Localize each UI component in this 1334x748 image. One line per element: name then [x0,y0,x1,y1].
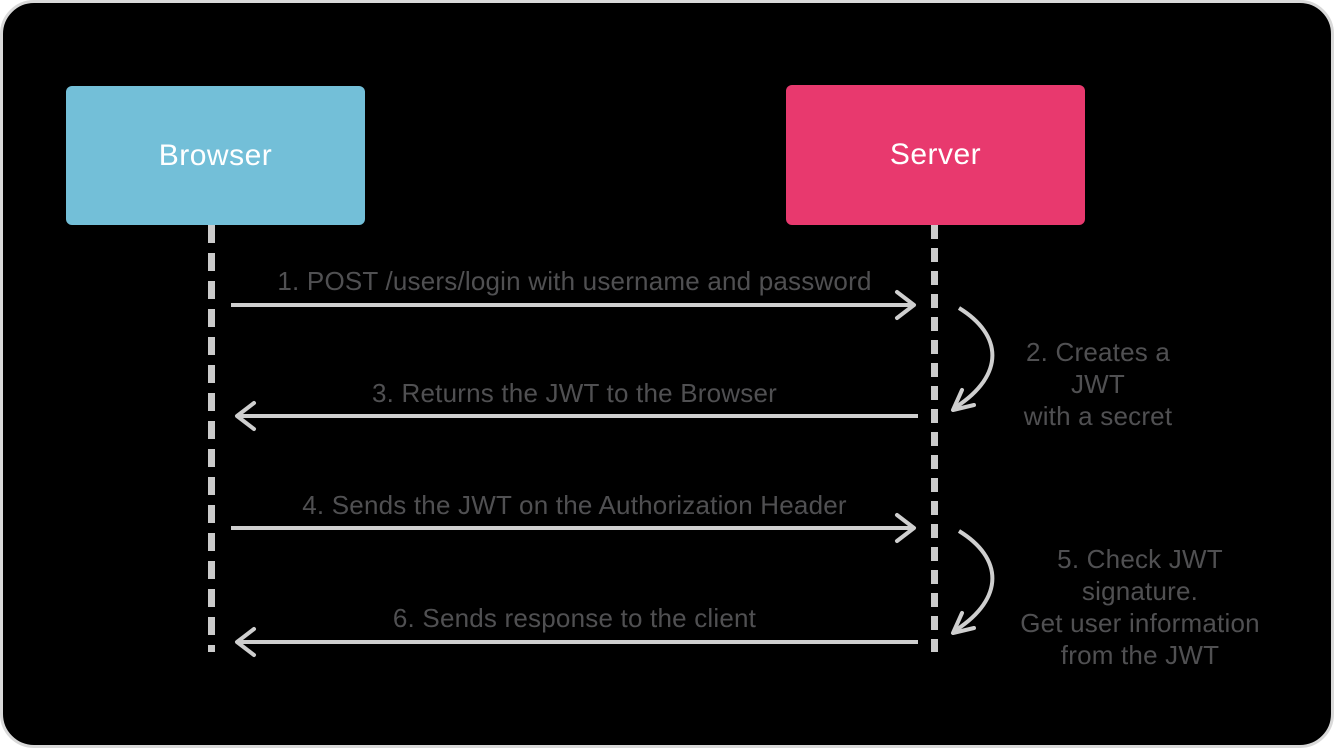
self-arrow-2-curve [954,306,995,409]
actor-box-server: Server [786,85,1085,225]
step-6-label: 6. Sends response to the client [392,603,757,633]
actor-box-browser: Browser [66,86,365,225]
step-2-label: 2. Creates a JWT with a secret [1023,337,1173,431]
step-1-label: 1. POST /users/login with username and p… [277,266,872,296]
self-arrow-5-arrowhead-icon [951,611,976,635]
step-3-label: 3. Returns the JWT to the Browser [372,378,777,408]
step-4-label: 4. Sends the JWT on the Authorization He… [302,490,847,520]
self-arrow-5-curve [954,529,995,632]
server-lifeline [931,225,938,652]
actor-label-browser: Browser [158,138,273,172]
actor-label-server: Server [889,138,982,171]
browser-lifeline [208,225,215,652]
self-arrow-2-arrowhead-icon [951,388,976,412]
step-5-label: 5. Check JWT signature. Get user informa… [1020,544,1260,670]
